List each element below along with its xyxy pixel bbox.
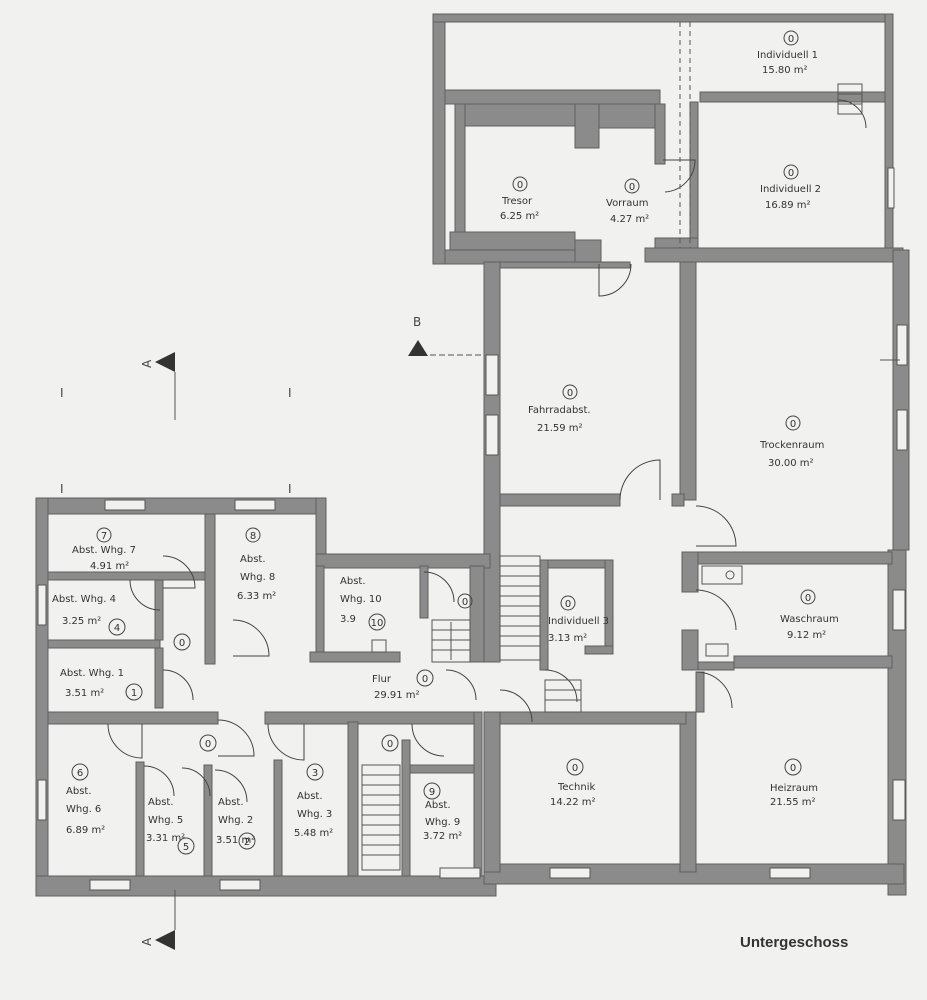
room-area: 3.25 m² (62, 616, 101, 627)
room-marker: 1 (131, 688, 137, 699)
room-name: Whg. 3 (297, 809, 332, 820)
room-area: 3.9 (340, 614, 356, 625)
room-name: Flur (372, 674, 392, 685)
room-marker: 0 (517, 180, 523, 191)
room-marker: 0 (629, 182, 635, 193)
room-area: 16.89 m² (765, 200, 811, 211)
room-area: 29.91 m² (374, 690, 420, 701)
room-name: Whg. 8 (240, 572, 275, 583)
room-marker: 10 (371, 618, 384, 629)
room-name: Heizraum (770, 783, 818, 794)
room-name: Whg. 9 (425, 817, 460, 828)
room-marker: 0 (462, 597, 468, 608)
doors (107, 99, 867, 803)
room-marker: 0 (422, 674, 428, 685)
walls (35, 13, 910, 897)
room-name: Tresor (501, 196, 533, 207)
room-marker: 0 (788, 168, 794, 179)
room-marker: 0 (572, 763, 578, 774)
room-marker: 3 (312, 768, 318, 779)
room-area: 21.55 m² (770, 797, 816, 808)
room-marker: 0 (567, 388, 573, 399)
room-name: Whg. 2 (218, 815, 253, 826)
room-name: Abst. Whg. 4 (52, 594, 116, 605)
room-area: 9.12 m² (787, 630, 826, 641)
room-marker: 6 (77, 768, 83, 779)
room-area: 6.25 m² (500, 211, 539, 222)
room-area: 6.33 m² (237, 591, 276, 602)
stairs (361, 83, 863, 871)
room-name: Abst. (340, 576, 366, 587)
room-area: 15.80 m² (762, 65, 808, 76)
room-marker: 0 (790, 763, 796, 774)
room-area: 3.51 m² (65, 688, 104, 699)
marker-i-3: I (60, 482, 64, 496)
room-area: 3.72 m² (423, 831, 462, 842)
room-marker: 9 (429, 787, 435, 798)
room-marker: 5 (183, 842, 189, 853)
room-labels: 0 Individuell 1 15.80 m² 0 Individuell 2… (52, 30, 839, 855)
room-marker: 0 (179, 638, 185, 649)
room-name: Fahrradabst. (528, 405, 591, 416)
room-area: 3.31 m² (146, 833, 185, 844)
room-area: 3.51 m² (216, 835, 255, 846)
room-marker: 0 (790, 419, 796, 430)
room-name: Abst. Whg. 1 (60, 668, 124, 679)
room-marker: 2 (244, 837, 250, 848)
room-name: Whg. 6 (66, 804, 101, 815)
room-name: Vorraum (606, 198, 648, 209)
room-marker: 0 (805, 593, 811, 604)
room-name: Abst. (148, 797, 174, 808)
room-marker: 7 (101, 531, 107, 542)
room-area: 6.89 m² (66, 825, 105, 836)
section-arrow-icon (408, 340, 428, 356)
room-name: Trockenraum (759, 440, 824, 451)
marker-i-4: I (288, 482, 292, 496)
room-name: Abst. (240, 554, 266, 565)
room-area: 21.59 m² (537, 423, 583, 434)
room-name: Individuell 2 (760, 184, 821, 195)
room-area: 4.91 m² (90, 561, 129, 572)
dashed-lines (679, 22, 691, 248)
windows (37, 167, 908, 891)
room-marker: 0 (387, 739, 393, 750)
room-name: Abst. (297, 791, 323, 802)
room-name: Abst. (218, 797, 244, 808)
room-area: 3.13 m² (548, 633, 587, 644)
marker-a-bottom: A (140, 937, 154, 946)
marker-i-2: I (288, 386, 292, 400)
room-name: Individuell 1 (757, 50, 818, 61)
room-area: 14.22 m² (550, 797, 596, 808)
room-name: Technik (557, 782, 596, 793)
room-marker: 0 (788, 34, 794, 45)
room-name: Abst. (66, 786, 92, 797)
room-area: 5.48 m² (294, 828, 333, 839)
section-markers: A A B I I I I (60, 315, 900, 950)
section-arrow-icon (155, 930, 175, 950)
room-marker: 4 (114, 623, 120, 634)
room-marker: 0 (205, 739, 211, 750)
marker-i-1: I (60, 386, 64, 400)
room-name: Individuell 3 (548, 616, 609, 627)
room-name: Abst. (425, 800, 451, 811)
room-marker: 8 (250, 531, 256, 542)
room-marker: 0 (565, 599, 571, 610)
room-name: Whg. 10 (340, 594, 382, 605)
room-area: 4.27 m² (610, 214, 649, 225)
fixtures (371, 565, 743, 657)
room-name: Waschraum (780, 614, 839, 625)
room-area: 30.00 m² (768, 458, 814, 469)
room-name: Whg. 5 (148, 815, 183, 826)
floor-title: Untergeschoss (740, 934, 848, 951)
section-arrow-icon (155, 352, 175, 372)
marker-a-top: A (140, 359, 154, 368)
room-name: Abst. Whg. 7 (72, 545, 136, 556)
marker-b: B (413, 315, 421, 329)
